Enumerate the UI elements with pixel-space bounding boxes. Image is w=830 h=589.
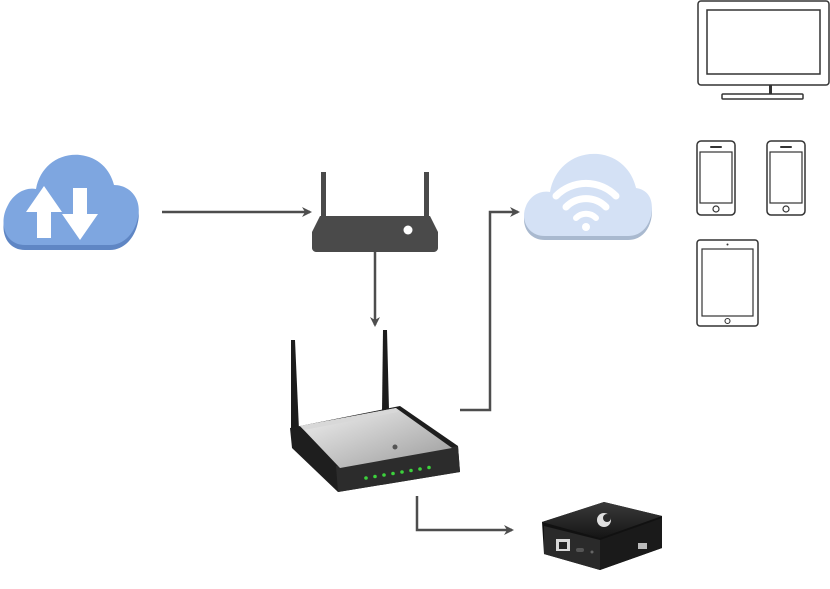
modem-router-icon xyxy=(312,172,438,252)
tv-monitor-icon xyxy=(697,0,830,100)
wireless-router-icon xyxy=(290,330,460,492)
cloud-wifi-icon xyxy=(524,153,652,240)
tablet-icon xyxy=(696,239,759,327)
smartphone-icon xyxy=(766,140,806,216)
smartphone-icon xyxy=(696,140,736,216)
router-led-row xyxy=(364,465,431,480)
connector-wireless-router-to-set-top-box xyxy=(415,496,514,535)
set-top-box-icon xyxy=(542,502,662,570)
connector-wireless-router-to-wifi xyxy=(460,207,520,412)
cloud-upload-download-icon xyxy=(3,154,139,250)
